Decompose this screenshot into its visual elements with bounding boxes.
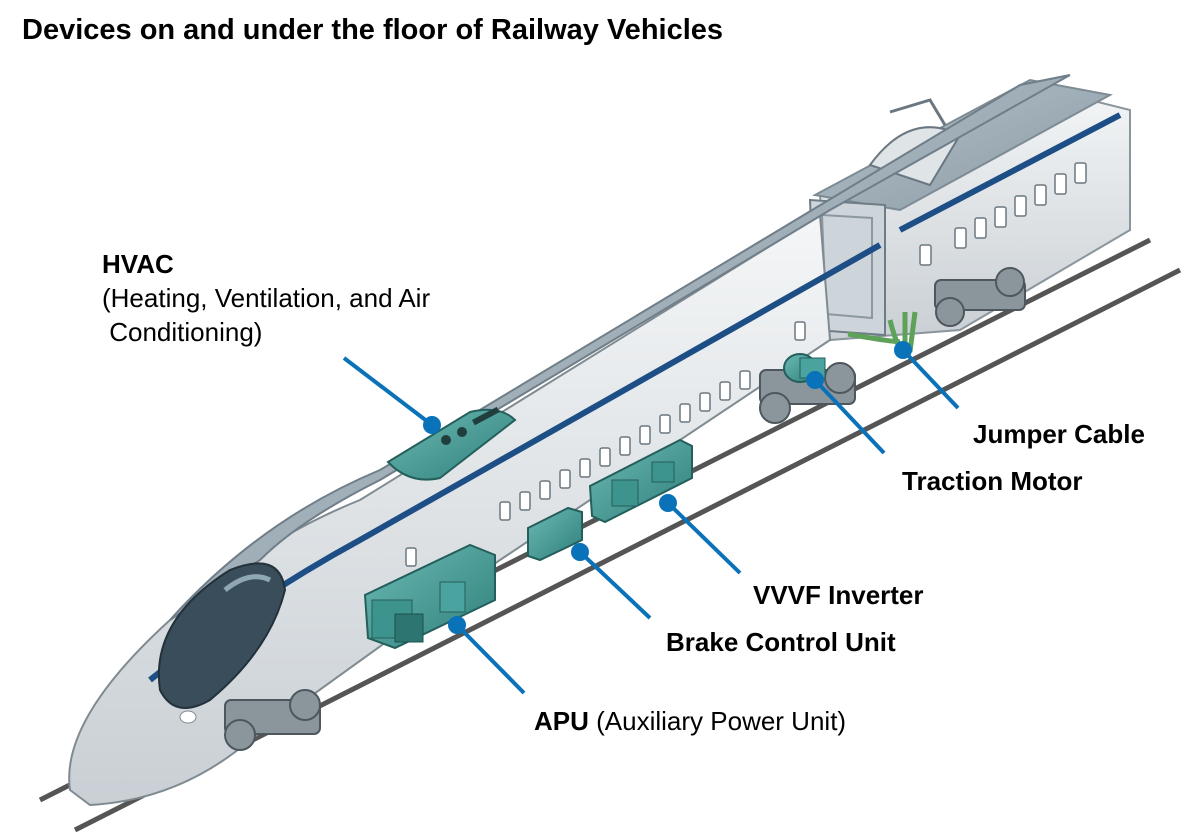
hvac-unit [386,406,517,481]
brake-control-unit-label-name: Brake Control Unit [666,627,896,657]
hvac-label: HVAC (Heating, Ventilation, and Air Cond… [102,248,430,349]
vvvf-inverter-leader [659,494,742,575]
jumper-cable-leader [894,341,960,410]
apu-leader [448,616,526,695]
hvac-label-line1: (Heating, Ventilation, and Air [102,282,431,313]
vvvf-inverter-label: VVVF Inverter [753,579,924,613]
brake-control-unit-box [527,506,583,562]
hvac-label-name: HVAC [102,249,174,279]
hvac-leader [342,356,441,434]
traction-motor-leader [806,371,886,455]
apu-label-name: APU [534,706,589,736]
traction-motor-label: Traction Motor [902,465,1083,499]
brake-control-unit-label: Brake Control Unit [666,626,896,660]
apu-label-desc: (Auxiliary Power Unit) [588,706,847,736]
diagram-title: Devices on and under the floor of Railwa… [22,14,724,46]
jumper-cable-label: Jumper Cable [973,418,1145,452]
hvac-label-line2: Conditioning) [102,316,263,347]
lead-car [68,74,1071,807]
brake-control-unit-leader [571,543,652,620]
jumper-cable-label-name: Jumper Cable [973,419,1145,449]
apu-label: APU (Auxiliary Power Unit) [534,705,846,739]
traction-motor-label-name: Traction Motor [902,466,1083,496]
apu-unit [363,543,496,650]
vvvf-inverter-box [588,438,693,524]
vvvf-inverter-label-name: VVVF Inverter [753,580,924,610]
